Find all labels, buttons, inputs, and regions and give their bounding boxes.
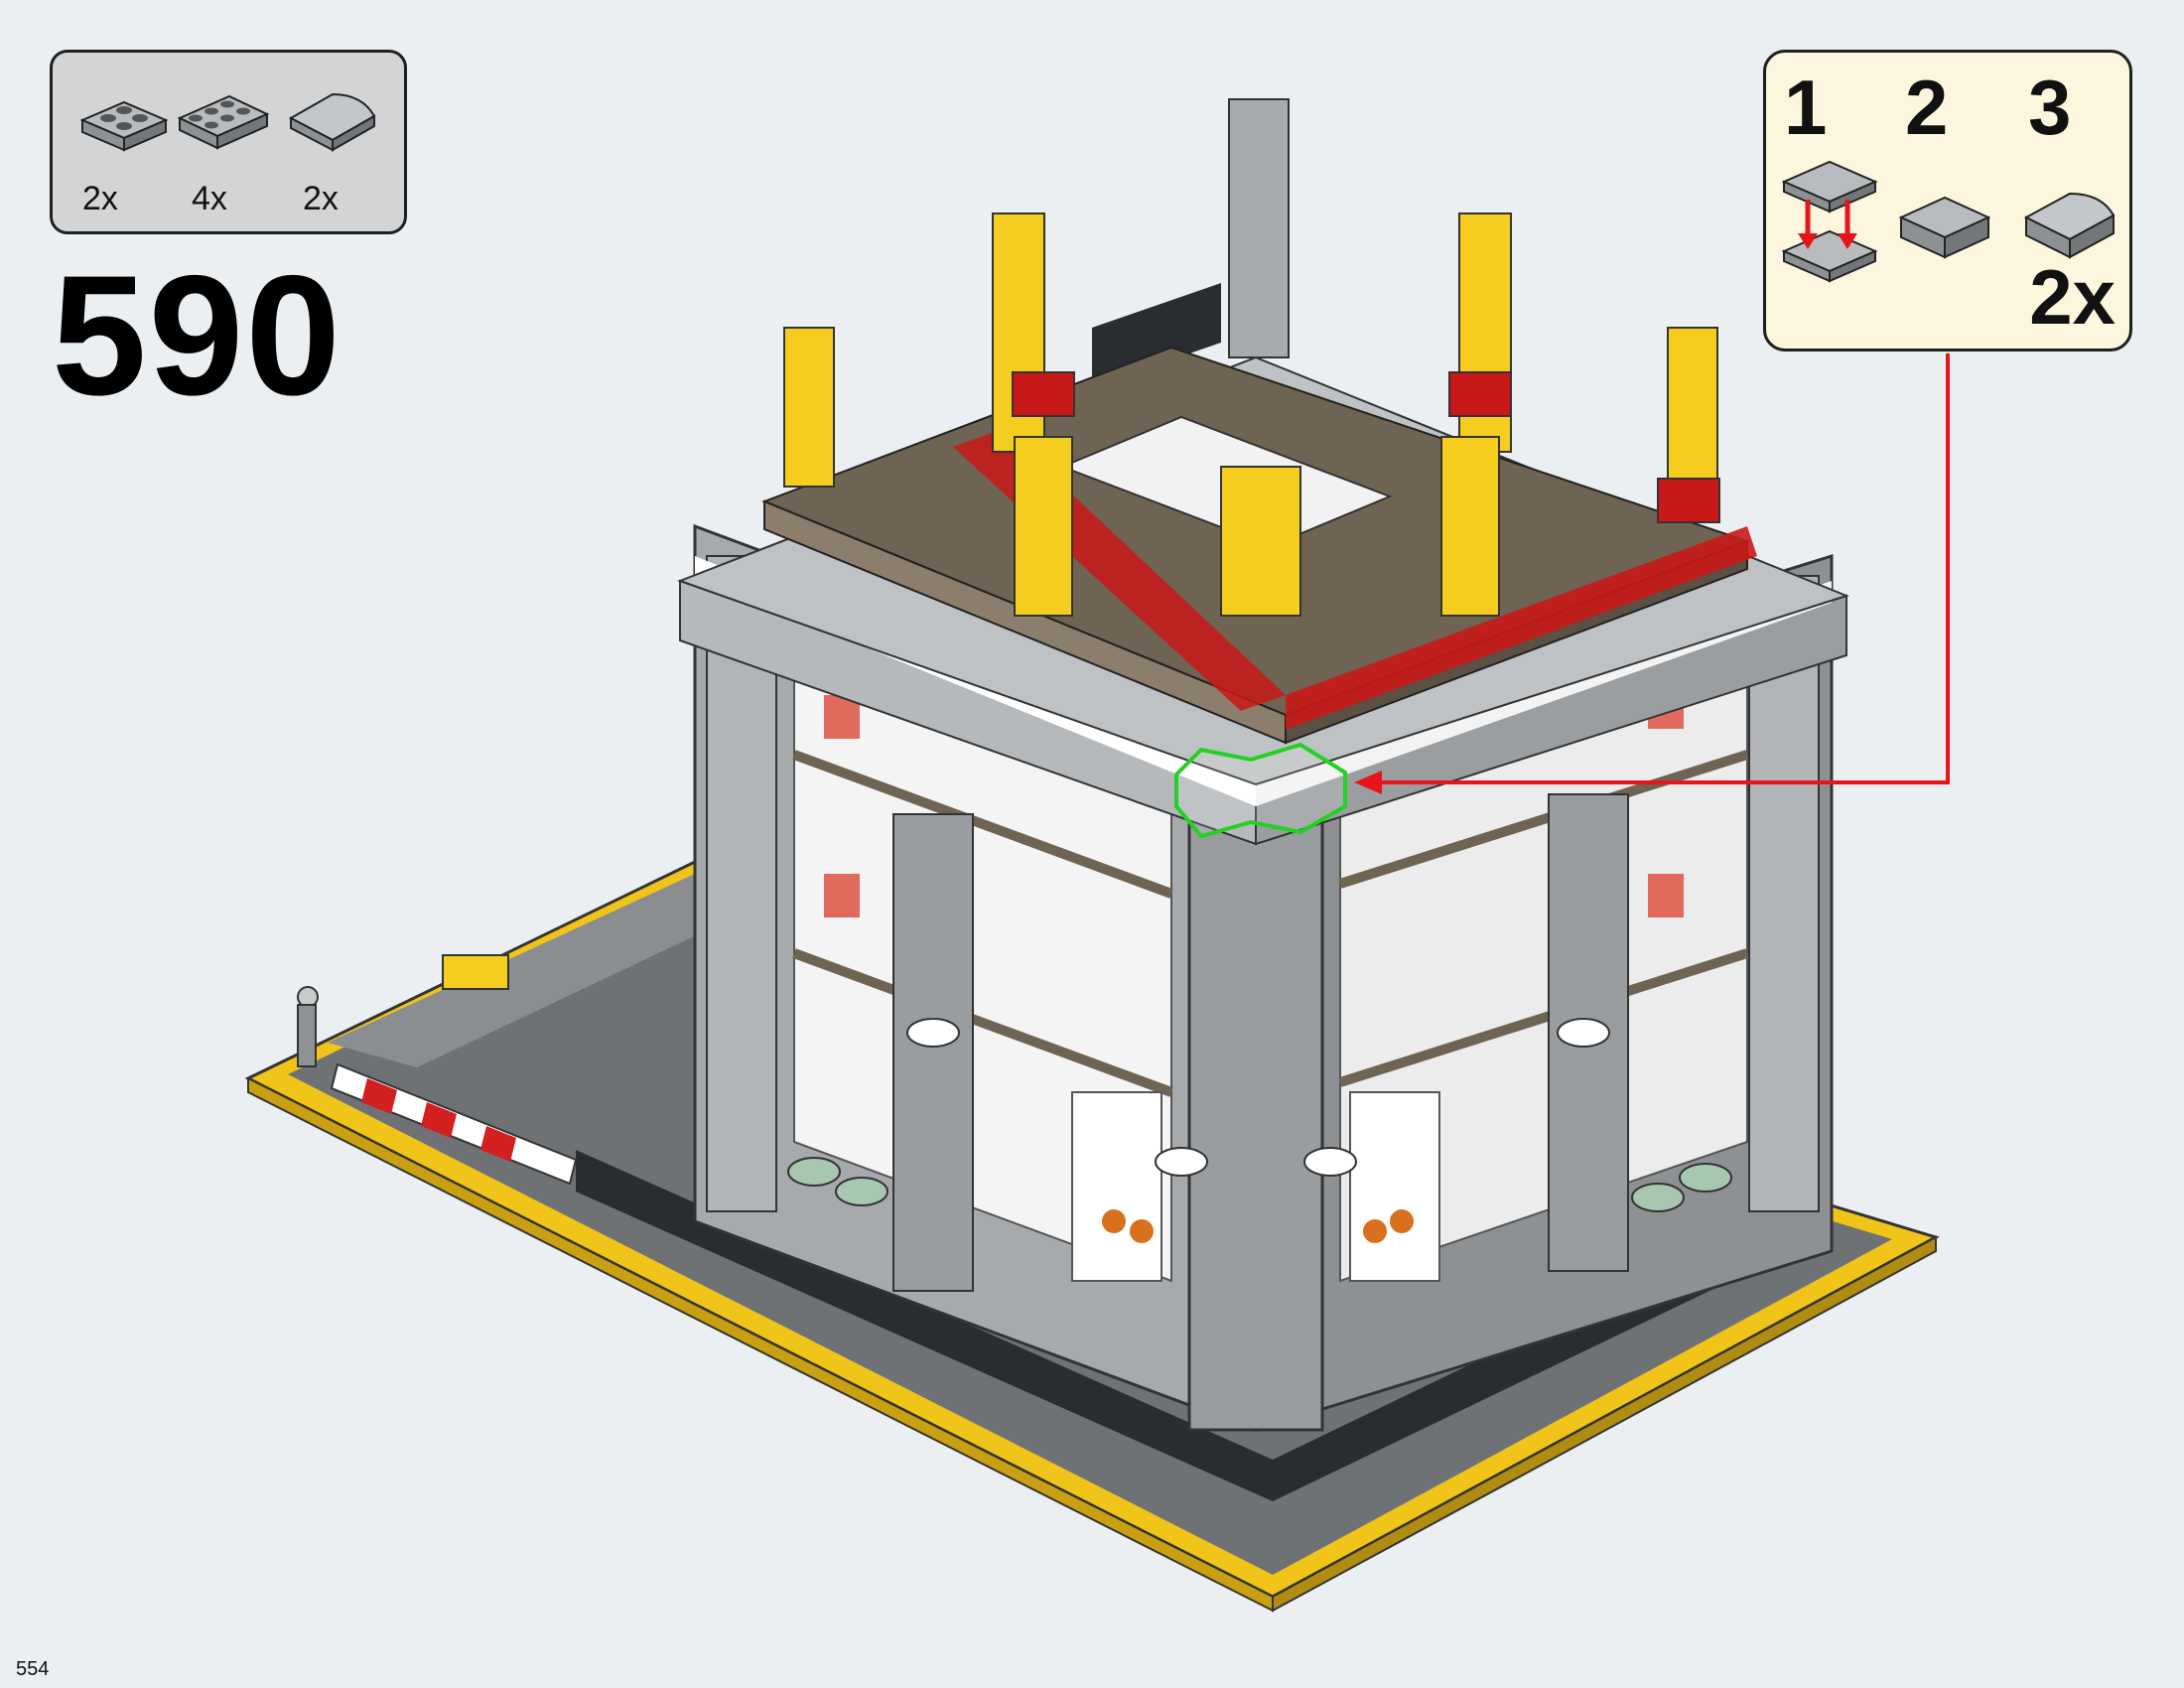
callout-step-3: 3	[2028, 64, 2072, 151]
new-parts-highlight	[1174, 742, 1347, 839]
part-item-1: 2x	[74, 80, 174, 217]
part-qty: 2x	[82, 180, 118, 217]
stacked-plates-icon	[1898, 196, 1991, 259]
step-number: 590	[52, 240, 342, 431]
parts-list: 2x 4x 2x	[50, 50, 407, 234]
curved-slope-icon	[288, 92, 376, 152]
plate-2x2-icon	[79, 100, 169, 152]
barrier-gate	[297, 954, 578, 1186]
callout-pointer	[1354, 353, 1950, 794]
part-item-2: 4x	[174, 80, 273, 217]
part-item-3: 2x	[283, 80, 382, 217]
callout-box: 1 2 3 2x	[1763, 50, 2132, 352]
callout-multiplier: 2x	[2029, 253, 2116, 341]
callout-step-2: 2	[1905, 64, 1949, 151]
plate-stack-icon	[1781, 160, 1878, 283]
part-qty: 2x	[303, 180, 339, 217]
page-number: 554	[16, 1658, 50, 1680]
yellow-supports	[783, 212, 1720, 617]
callout-step-1: 1	[1784, 64, 1828, 151]
part-qty: 4x	[192, 180, 227, 217]
curved-slope-icon	[2023, 192, 2116, 259]
plate-2x3-icon	[177, 94, 270, 150]
